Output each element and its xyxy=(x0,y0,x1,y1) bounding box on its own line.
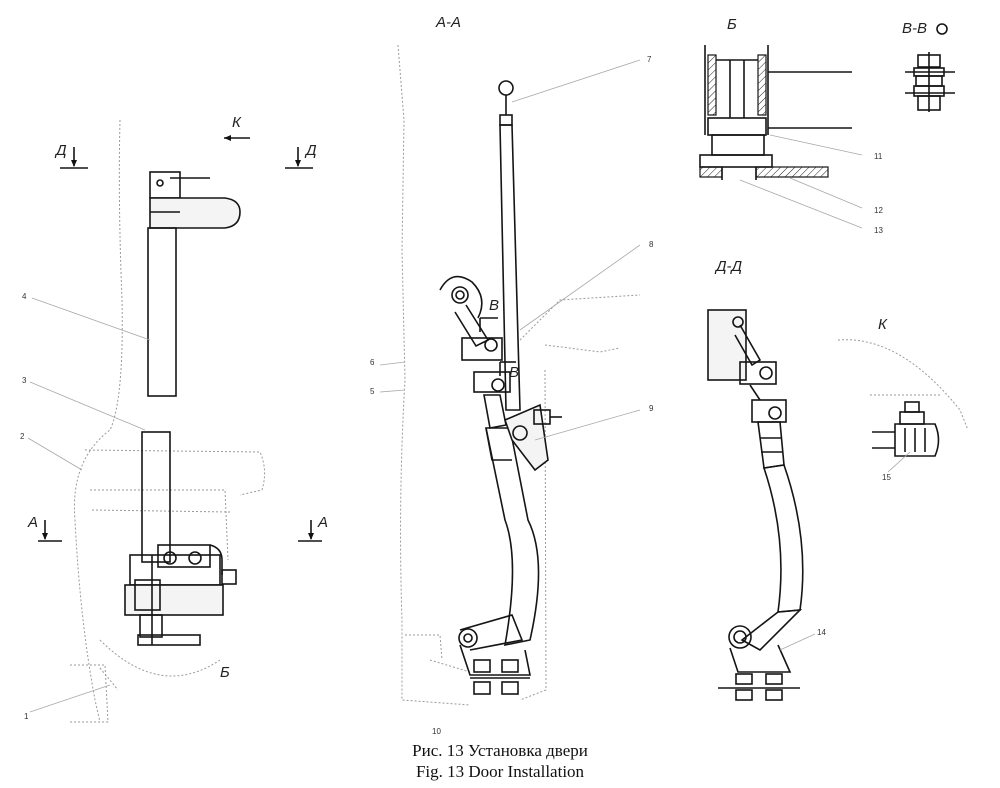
label-cut-v-upper: В xyxy=(489,297,500,314)
section-aa-view xyxy=(379,44,641,706)
figure-caption-ru: Рис. 13 Установка двери xyxy=(412,741,588,760)
part-number-1: 1 xyxy=(24,712,29,721)
part-number-14: 14 xyxy=(817,628,826,637)
section-vv-detail xyxy=(905,23,955,112)
label-section-vv: В-В xyxy=(902,20,928,37)
part-number-11: 11 xyxy=(874,152,883,161)
part-number-5: 5 xyxy=(370,387,375,396)
label-section-dd: Д-Д xyxy=(716,258,743,275)
view-b-detail xyxy=(699,45,863,229)
part-number-8: 8 xyxy=(649,240,654,249)
upper-hinge xyxy=(149,171,241,229)
label-section-a-left: А xyxy=(28,514,39,531)
part-number-15: 15 xyxy=(882,473,891,482)
label-section-a-right: А xyxy=(318,514,329,531)
figure-caption-en: Fig. 13 Door Installation xyxy=(415,762,585,781)
label-view-d-left: Д xyxy=(56,142,67,159)
part-number-12: 12 xyxy=(874,206,883,215)
part-number-6: 6 xyxy=(370,358,375,367)
section-dd-detail xyxy=(707,309,816,701)
part-number-7: 7 xyxy=(647,55,652,64)
section-marks-left xyxy=(38,135,322,542)
part-number-9: 9 xyxy=(649,404,654,413)
label-view-k-arrow: К xyxy=(232,114,241,131)
label-view-k: К xyxy=(878,316,887,333)
label-view-b-top: Б xyxy=(727,16,737,33)
part-number-2: 2 xyxy=(20,432,25,441)
part-number-13: 13 xyxy=(874,226,883,235)
label-view-d-right: Д xyxy=(306,142,317,159)
rod-lower xyxy=(141,431,171,563)
lower-hinge xyxy=(124,544,237,646)
left-view xyxy=(27,119,322,723)
part-number-3: 3 xyxy=(22,376,27,385)
part-number-10: 10 xyxy=(432,727,441,736)
label-section-aa: А-А xyxy=(436,14,462,31)
rod-upper xyxy=(147,227,177,397)
label-cut-v-lower: В xyxy=(509,364,520,381)
part-number-4: 4 xyxy=(22,292,27,301)
view-k-detail xyxy=(837,339,969,473)
label-view-b-bottom: Б xyxy=(220,664,230,681)
